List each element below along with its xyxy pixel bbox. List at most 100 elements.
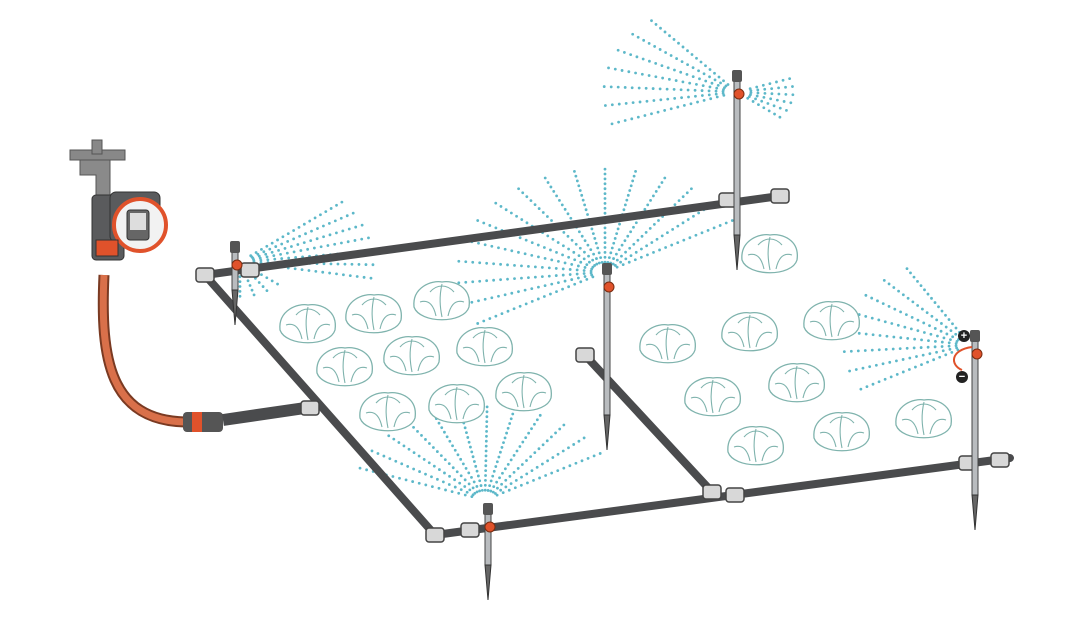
- cabbage-leaves: [322, 349, 368, 384]
- spray-dot: [479, 484, 483, 487]
- spray-range-adjuster[interactable]: + −: [953, 330, 973, 383]
- spray-dot: [286, 240, 290, 243]
- spray-dot: [932, 358, 936, 362]
- spray-dot: [427, 461, 431, 465]
- spray-dot: [560, 203, 564, 207]
- spray-dot: [755, 94, 759, 98]
- spray-dot: [412, 425, 415, 429]
- spray-dot: [535, 465, 539, 469]
- spray-dot: [478, 279, 482, 283]
- spray-dot: [577, 184, 581, 188]
- garden-hose-inner: [99, 274, 186, 426]
- spray-dot: [367, 236, 370, 240]
- spray-dot: [941, 349, 945, 353]
- spray-dot: [634, 169, 637, 173]
- increase-button[interactable]: [958, 330, 970, 342]
- spray-dot: [473, 491, 477, 495]
- spray-dot: [306, 247, 310, 251]
- spray-dot: [526, 481, 529, 485]
- spray-dot: [550, 219, 553, 222]
- spray-dot: [562, 466, 566, 470]
- cabbage-outline: [413, 281, 470, 321]
- spray-dot: [537, 285, 540, 289]
- spray-dot: [596, 246, 600, 250]
- spray-dot: [440, 426, 444, 430]
- spray-dot: [710, 81, 714, 85]
- spray-dot: [726, 83, 730, 86]
- spray-dot: [585, 263, 589, 267]
- spray-dot: [604, 104, 607, 107]
- cabbage-leaves: [809, 303, 855, 338]
- spray-dot: [681, 80, 685, 84]
- spray-dot: [542, 295, 546, 298]
- spray-dot: [905, 346, 909, 350]
- spray-dot: [951, 322, 954, 326]
- spray-dot: [463, 426, 467, 430]
- spray-dot: [681, 221, 685, 225]
- spray-dot: [494, 314, 498, 318]
- spray-dot: [252, 293, 256, 297]
- spray-dot: [533, 265, 537, 269]
- spray-dot: [583, 266, 587, 269]
- spray-dot: [691, 75, 695, 79]
- spray-dot: [751, 100, 755, 103]
- spray-dot: [563, 207, 567, 211]
- spray-dot: [348, 274, 352, 278]
- spray-dot: [302, 222, 306, 226]
- spray-dot: [641, 57, 645, 61]
- spray-dot: [525, 459, 528, 462]
- spray-dot: [719, 81, 722, 85]
- decrease-button[interactable]: [956, 371, 968, 383]
- spray-dot: [612, 257, 615, 260]
- spray-dot: [322, 224, 325, 228]
- spray-dot: [537, 447, 541, 451]
- spray-dot: [911, 300, 915, 304]
- spray-dot: [506, 277, 509, 281]
- ground-spike: [603, 414, 611, 451]
- spray-dot: [511, 412, 515, 416]
- spray-dot: [492, 262, 496, 266]
- spray-dot: [603, 206, 607, 210]
- spray-dot: [484, 469, 488, 473]
- spray-dot: [533, 203, 537, 207]
- sprinkler-front: [483, 503, 496, 601]
- spray-dot: [895, 373, 899, 376]
- spray-dot: [456, 453, 460, 457]
- spray-dot: [518, 236, 522, 240]
- spray-dot: [545, 215, 549, 218]
- spray-dot: [624, 101, 628, 105]
- spray-dot: [769, 97, 773, 101]
- spray-dot: [484, 444, 488, 448]
- spray-dot: [283, 247, 287, 250]
- spray-dot: [642, 38, 646, 42]
- spray-dot: [583, 239, 587, 243]
- svg-text:−: −: [959, 371, 965, 383]
- spray-dot: [591, 232, 595, 236]
- spray-dot: [777, 92, 781, 96]
- spray-dot: [276, 238, 279, 242]
- spray-dot: [613, 67, 617, 71]
- spray-dot: [530, 241, 534, 245]
- spray-dot: [935, 318, 939, 322]
- pipe-connector: [575, 347, 595, 363]
- spray-dot: [626, 193, 630, 197]
- spray-dot: [660, 234, 664, 238]
- spray-dot: [892, 286, 896, 289]
- spray-dot: [644, 86, 648, 90]
- spray-dot: [541, 211, 545, 214]
- spray-dot: [561, 287, 564, 291]
- spray-dot: [447, 483, 451, 486]
- spray-dot: [603, 211, 607, 215]
- pipe-connector: [300, 400, 320, 416]
- spray-dot: [494, 465, 498, 468]
- spray-dot: [715, 95, 719, 99]
- spray-dot: [575, 268, 579, 272]
- cabbage-leaves: [733, 428, 779, 463]
- spray-dot: [294, 256, 298, 259]
- spray-dot: [549, 248, 552, 252]
- spray-dot: [940, 345, 944, 348]
- spray-dot: [881, 302, 885, 305]
- spray-dot: [576, 276, 580, 280]
- spray-dot: [676, 224, 680, 228]
- spray-dot: [682, 238, 686, 242]
